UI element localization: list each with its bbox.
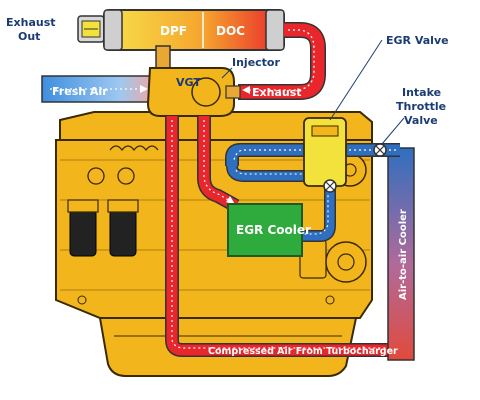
fresh-air-inlet (41, 75, 155, 103)
exhaust-loop-pipe (238, 22, 326, 100)
label-fresh-air: Fresh Air (52, 85, 108, 98)
label-doc: DOC (216, 24, 245, 38)
label-egr-cooler: EGR Cooler (236, 223, 311, 237)
engine-block (55, 111, 373, 377)
label-exhaust: Exhaust (252, 86, 302, 99)
egr-valve-unit (303, 117, 347, 193)
air-to-air-cooler (387, 147, 415, 361)
label-air-to-air-cooler: Air-to-air Cooler (398, 209, 409, 300)
label-intake-line1: Intake (402, 86, 441, 99)
label-egr-valve: EGR Valve (386, 34, 449, 47)
label-exhaust-out-line1: Exhaust (6, 16, 56, 29)
leader-lines (221, 39, 405, 145)
egr-cooler (227, 203, 303, 257)
throttle-valve-marker (373, 143, 387, 157)
label-vgt: VGT (176, 76, 201, 89)
label-injector: Injector (232, 56, 280, 69)
label-compressed-air: Compressed Air From Turbocharger (208, 346, 398, 357)
dpf-doc-canister (103, 9, 285, 51)
label-intake-line3: Valve (404, 114, 438, 127)
label-exhaust-out-line2: Out (18, 30, 40, 43)
exhaust-tip (77, 15, 105, 43)
vgt-turbo (146, 67, 241, 117)
turbo-outlet-pipe (155, 45, 171, 69)
label-dpf: DPF (160, 24, 187, 38)
label-intake-line2: Throttle (396, 100, 446, 113)
